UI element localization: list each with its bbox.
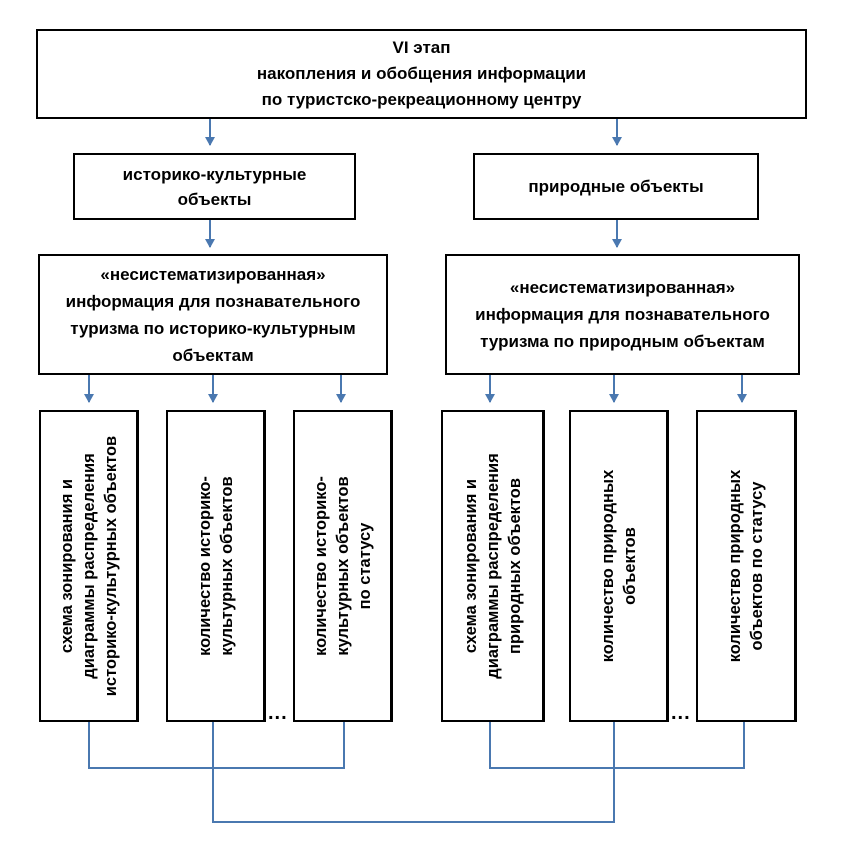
item-historical-status-text: количество историко- культурных объектов… — [310, 416, 376, 716]
bracket-join — [212, 768, 615, 823]
info-historical-line-3: туризма по историко-культурным — [70, 318, 356, 338]
item-box-natural-zoning: схема зонирования и диаграммы распределе… — [441, 410, 545, 722]
item-historical-zoning-text: схема зонирования и диаграммы распределе… — [56, 416, 122, 716]
info-natural-line-2: информация для познавательного — [475, 305, 770, 324]
category-historical-line-2: объекты — [177, 189, 252, 209]
category-box-natural: природные объекты — [473, 153, 759, 220]
info-historical-line-4: объектам — [172, 345, 254, 365]
item-natural-zoning-line-1: схема зонирования и — [461, 478, 480, 654]
bracket-left — [88, 722, 345, 769]
info-natural-line-3: туризма по природным объектам — [480, 332, 765, 351]
item-historical-status-line-3: по статусу — [355, 522, 374, 610]
bracket-right — [489, 722, 745, 769]
info-historical-line-2: информация для познавательного — [65, 291, 361, 311]
stage-line-3: по туристско-рекреационному центру — [261, 90, 582, 109]
item-natural-zoning-line-3: природных объектов — [505, 477, 524, 655]
item-historical-zoning-line-1: схема зонирования и — [57, 478, 76, 654]
item-historical-count-line-2: культурных объектов — [217, 476, 236, 656]
info-natural-line-1: «несистематизированная» — [509, 278, 736, 297]
item-historical-count-text: количество историко- культурных объектов — [194, 416, 238, 716]
item-box-historical-zoning: схема зонирования и диаграммы распределе… — [39, 410, 139, 722]
item-historical-zoning-line-2: диаграммы распределения — [79, 453, 98, 679]
category-natural-line-1: природные объекты — [528, 177, 704, 196]
info-box-historical: «несистематизированная» информация для п… — [38, 254, 388, 375]
item-box-historical-status: количество историко- культурных объектов… — [293, 410, 393, 722]
item-natural-status-line-1: количество природных — [726, 469, 744, 663]
item-box-historical-count: количество историко- культурных объектов — [166, 410, 266, 722]
item-box-natural-count: количество природных объектов — [569, 410, 669, 722]
item-historical-status-line-2: культурных объектов — [333, 476, 352, 656]
info-box-natural: «несистематизированная» информация для п… — [445, 254, 800, 375]
item-natural-zoning-line-2: диаграммы распределения — [483, 453, 502, 679]
info-historical-line-1: «несистематизированная» — [100, 264, 326, 284]
item-natural-count-text: количество природных объектов — [597, 416, 641, 716]
category-historical-line-1: историко-культурные — [122, 164, 307, 184]
item-natural-count-line-1: количество природных — [598, 469, 617, 663]
item-historical-status-line-1: количество историко- — [311, 476, 330, 656]
item-natural-status-text: количество природных объектов по статусу — [724, 416, 768, 716]
item-historical-zoning-line-3: историко-культурных объектов — [101, 435, 120, 697]
category-box-historical: историко-культурные объекты — [73, 153, 356, 220]
item-historical-count-line-1: количество историко- — [195, 476, 214, 656]
item-natural-zoning-text: схема зонирования и диаграммы распределе… — [460, 416, 526, 716]
item-natural-count-line-2: объектов — [620, 527, 639, 605]
item-box-natural-status: количество природных объектов по статусу — [696, 410, 797, 722]
ellipsis-historical: ... — [268, 702, 288, 724]
stage-line-1: VI этап — [392, 38, 451, 57]
item-natural-status-line-2: объектов по статусу — [748, 481, 766, 651]
stage-line-2: накопления и обобщения информации — [256, 64, 587, 83]
stage-box: VI этап накопления и обобщения информаци… — [36, 29, 807, 119]
ellipsis-natural: ... — [671, 702, 691, 724]
